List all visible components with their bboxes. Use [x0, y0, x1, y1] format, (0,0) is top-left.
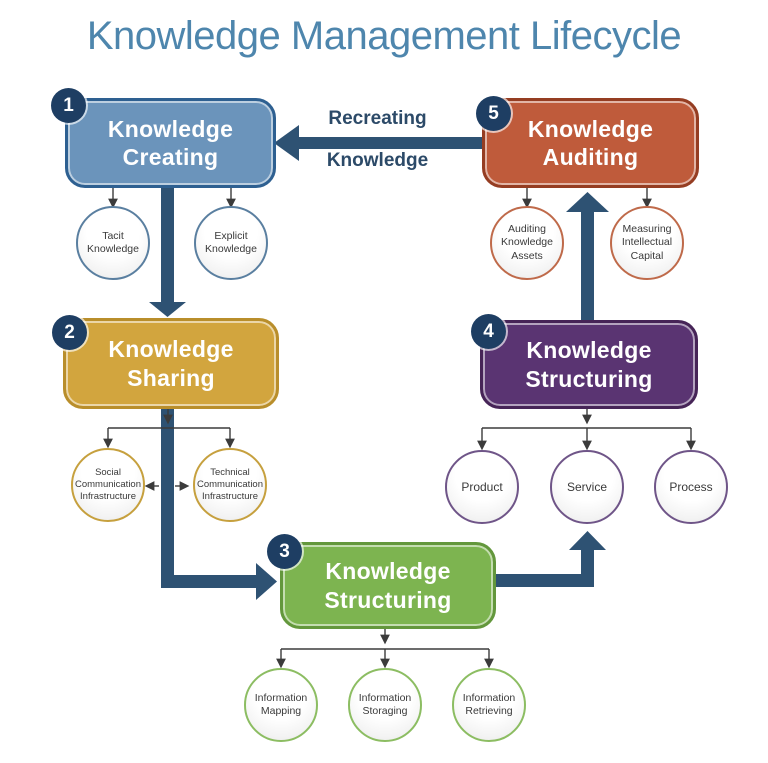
subnode-label: Technical Communication Infrastructure — [197, 467, 263, 502]
subnode-label: Tacit Knowledge — [87, 229, 139, 255]
arrow-structuring3-to-structuring4 — [490, 531, 606, 587]
subnode-label: Information Mapping — [254, 691, 308, 717]
stage-box-knowledge-structuring-green: Knowledge Structuring — [280, 542, 496, 629]
recreating-label-line1: Recreating — [328, 108, 427, 129]
arrow-structuring4-to-auditing — [566, 192, 609, 322]
stage-label: Knowledge Sharing — [108, 336, 234, 391]
subnode-label: Auditing Knowledge Assets — [501, 223, 553, 262]
subnode-label: Information Storaging — [358, 691, 412, 717]
subnode-information-mapping: Information Mapping — [244, 668, 318, 742]
stage-number-badge-1: 1 — [51, 88, 86, 123]
stage-box-knowledge-sharing: Knowledge Sharing — [63, 318, 279, 409]
arrow-auditing-to-creating — [274, 125, 482, 161]
subnode-technical-communication-infrastructure: Technical Communication Infrastructure — [193, 448, 267, 522]
subnode-process: Process — [654, 450, 728, 524]
subnode-label: Information Retrieving — [462, 691, 516, 717]
subnode-service: Service — [550, 450, 624, 524]
stage-number-badge-4: 4 — [471, 314, 506, 349]
subnode-social-communication-infrastructure: Social Communication Infrastructure — [71, 448, 145, 522]
stage-number-badge-2: 2 — [52, 315, 87, 350]
diagram-title: Knowledge Management Lifecycle — [86, 14, 682, 58]
subnode-information-retrieving: Information Retrieving — [452, 668, 526, 742]
stage-label: Knowledge Structuring — [525, 337, 653, 392]
arrow-sharing-to-structuring3 — [161, 400, 277, 600]
stage-box-knowledge-creating: Knowledge Creating — [65, 98, 276, 188]
subnode-label: Explicit Knowledge — [205, 229, 257, 255]
subnode-information-storaging: Information Storaging — [348, 668, 422, 742]
stage-label: Knowledge Creating — [107, 115, 234, 170]
subnode-auditing-knowledge-assets: Auditing Knowledge Assets — [490, 206, 564, 280]
subnode-label: Product — [461, 479, 503, 494]
subnode-measuring-intellectual-capital: Measuring Intellectual Capital — [610, 206, 684, 280]
subnode-tacit-knowledge: Tacit Knowledge — [76, 206, 150, 280]
stage-label: Knowledge Structuring — [324, 558, 452, 613]
connectors-stage-4 — [477, 404, 696, 451]
subnode-label: Process — [669, 479, 713, 494]
stage-box-knowledge-structuring-purple: Knowledge Structuring — [480, 320, 698, 409]
arrow-creating-to-sharing — [149, 180, 186, 317]
subnode-label: Measuring Intellectual Capital — [621, 223, 673, 262]
stage-label: Knowledge Auditing — [527, 115, 654, 170]
subnode-explicit-knowledge: Explicit Knowledge — [194, 206, 268, 280]
subnode-product: Product — [445, 450, 519, 524]
subnode-label: Social Communication Infrastructure — [75, 467, 141, 502]
stage-number-badge-5: 5 — [476, 96, 511, 131]
stage-number-badge-3: 3 — [267, 534, 302, 569]
connectors-stage-2 — [103, 404, 235, 449]
subnode-label: Service — [566, 479, 607, 494]
stage-box-knowledge-auditing: Knowledge Auditing — [482, 98, 699, 188]
connectors-stage-3 — [276, 624, 494, 669]
recreating-label-line2: Knowledge — [326, 150, 429, 171]
